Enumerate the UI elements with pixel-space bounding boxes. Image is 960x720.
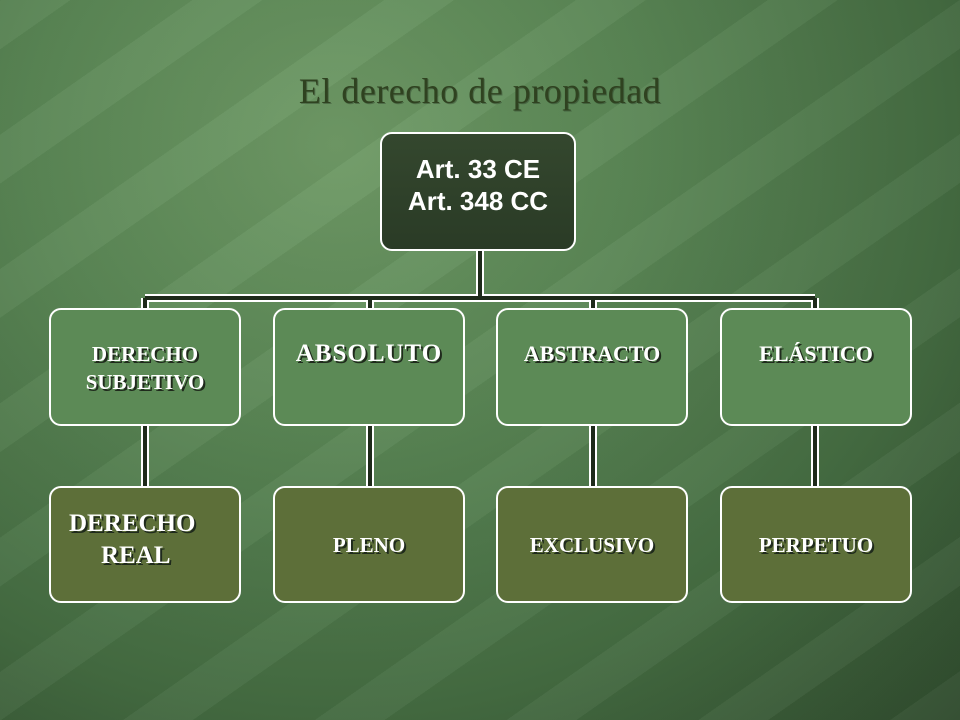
node-absoluto: ABSOLUTO <box>273 308 465 426</box>
node-perpetuo: PERPETUO <box>720 486 912 603</box>
node-derecho-subjetivo-line-2: SUBJETIVO <box>85 370 205 394</box>
root-line-1: Art. 33 CE <box>415 153 541 184</box>
node-pleno: PLENO <box>273 486 465 603</box>
node-abstracto: ABSTRACTO <box>496 308 688 426</box>
node-perpetuo-label: PERPETUO <box>758 533 874 557</box>
node-derecho-real: DERECHO REAL <box>49 486 241 603</box>
node-absoluto-label: ABSOLUTO <box>295 340 443 367</box>
node-pleno-label: PLENO <box>332 533 406 557</box>
node-derecho-subjetivo: DERECHO SUBJETIVO <box>49 308 241 426</box>
node-exclusivo: EXCLUSIVO <box>496 486 688 603</box>
node-exclusivo-label: EXCLUSIVO <box>529 533 655 557</box>
node-elastico: ELÁSTICO <box>720 308 912 426</box>
root-node: Art. 33 CE Art. 348 CC <box>380 132 576 251</box>
node-derecho-real-line-2: REAL <box>101 542 171 569</box>
node-derecho-real-line-1: DERECHO <box>69 510 196 537</box>
node-abstracto-label: ABSTRACTO <box>523 341 661 366</box>
node-derecho-subjetivo-line-1: DERECHO <box>91 342 199 366</box>
root-line-2: Art. 348 CC <box>407 185 549 216</box>
node-elastico-label: ELÁSTICO <box>759 341 873 366</box>
connector-core <box>143 251 817 487</box>
page-title: El derecho de propiedad <box>298 71 662 111</box>
